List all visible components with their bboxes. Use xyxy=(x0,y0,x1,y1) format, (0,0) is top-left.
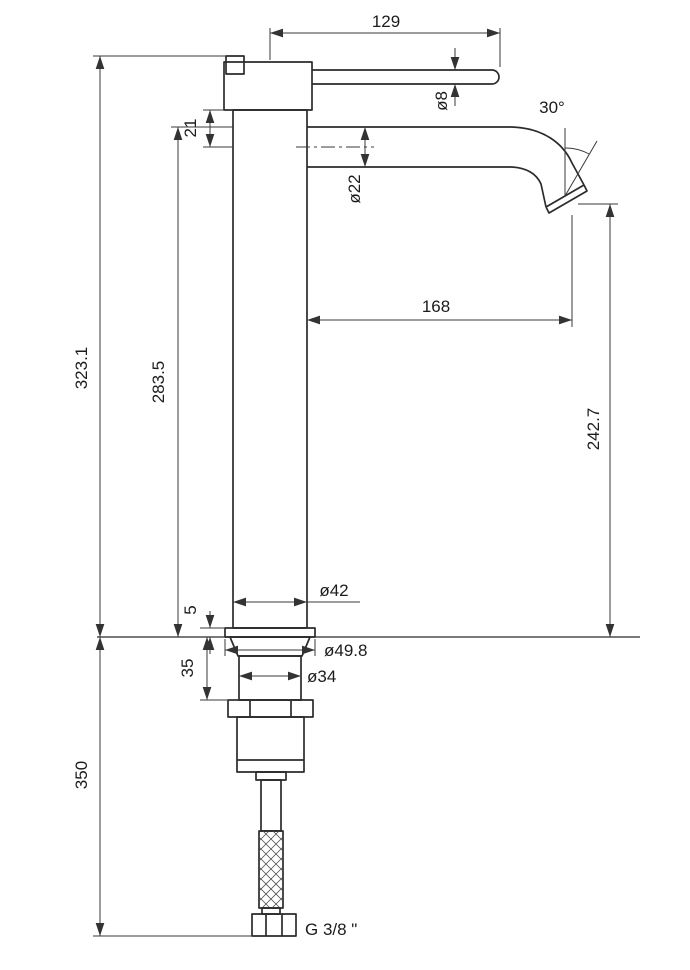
dim-label-hose-length: 350 xyxy=(72,761,91,789)
dim-label-cap-to-axis: 21 xyxy=(181,119,200,138)
dim-label-body-dia: ø42 xyxy=(319,581,348,600)
dim-label-outlet-height: 242.7 xyxy=(584,408,603,451)
dim-label-thread-size: G 3/8 " xyxy=(305,920,357,939)
dim-label-handle-length: 129 xyxy=(372,12,400,31)
dim-label-rod-dia: ø8 xyxy=(432,91,451,111)
dim-label-flange-dia: ø49.8 xyxy=(324,641,367,660)
hose-braid-hatch xyxy=(258,830,284,909)
angle-reference-axis xyxy=(564,140,598,197)
dim-label-spout-dia: ø22 xyxy=(345,174,364,203)
angle-arc xyxy=(564,147,590,155)
dim-label-shank-length: 35 xyxy=(178,659,197,678)
dim-label-spout-angle: 30° xyxy=(539,98,565,117)
dim-label-spout-top-height: 283.5 xyxy=(149,361,168,404)
handle-lever xyxy=(312,69,500,85)
spout-inner-curve xyxy=(511,166,547,208)
handle-set-screw xyxy=(225,55,245,75)
hex-nut xyxy=(251,913,297,937)
spout-outer-curve xyxy=(511,126,585,186)
dim-label-total-height: 323.1 xyxy=(72,347,91,390)
spout-angle-indicator xyxy=(564,128,598,197)
dimension-lines xyxy=(95,28,615,936)
spout-outlet-ring xyxy=(545,184,588,214)
faucet-outline xyxy=(97,55,640,937)
dimension-labels: 129 ø8 30° 21 ø22 168 323.1 283.5 242.7 … xyxy=(72,12,603,939)
dim-label-shank-dia: ø34 xyxy=(307,667,336,686)
dim-label-flange-height: 5 xyxy=(181,605,200,614)
dim-label-spout-reach: 168 xyxy=(422,297,450,316)
